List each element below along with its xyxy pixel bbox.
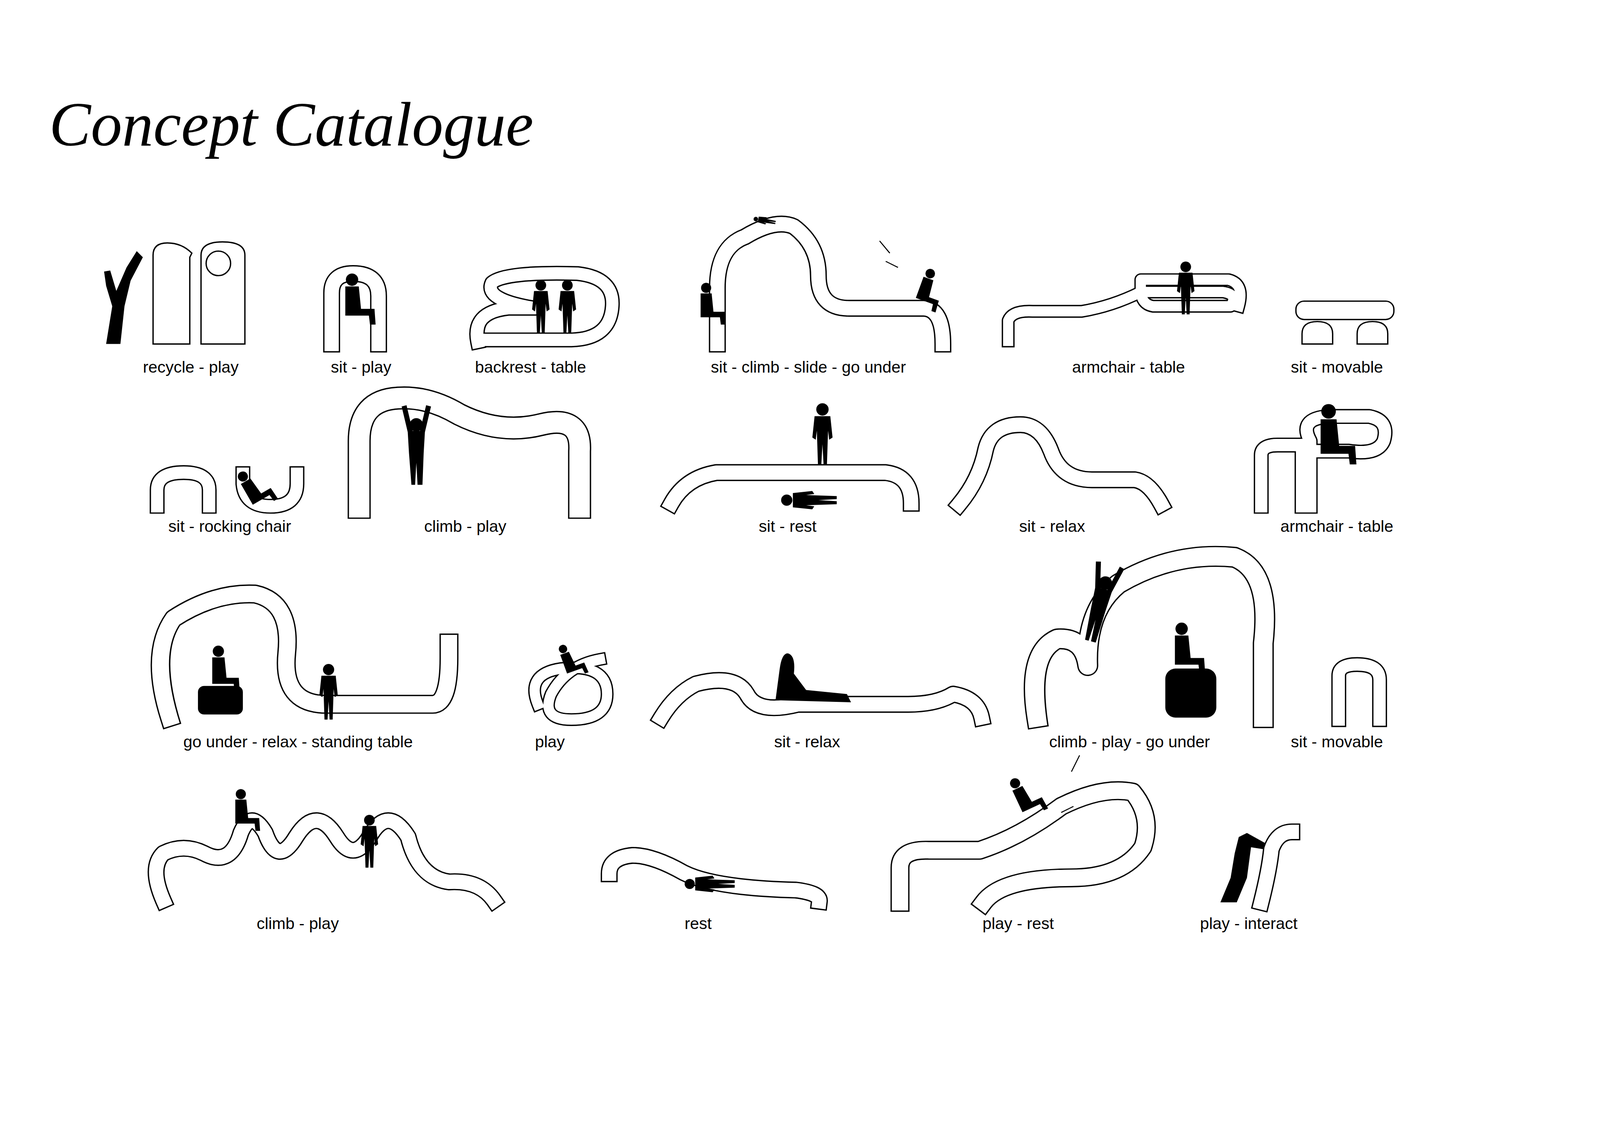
concept-caption: play - rest [982,913,1054,934]
page-title: Concept Catalogue [49,90,534,159]
concept-caption: climb - play - go under [1049,732,1210,752]
concept-caption: sit - rocking chair [168,516,292,537]
figure [1220,832,1266,903]
figure [775,652,851,703]
concept-caption: armchair - table [1280,516,1394,537]
concept-caption: climb - play [424,516,507,537]
motion-mark [879,240,898,268]
concept-caption: rest [684,913,712,934]
concept-caption: recycle - play [142,357,239,378]
concept-caption: sit - relax [774,732,840,752]
concept-caption: climb - play [256,913,339,934]
concept-caption: sit - climb - slide - go under [710,357,906,378]
figure [104,250,143,344]
concept-caption: armchair - table [1072,357,1185,378]
concept-caption: go under - relax - standing table [183,732,413,752]
concept-caption: play - interact [1200,913,1298,934]
concept-caption: sit - play [330,357,392,378]
concept-caption: sit - movable [1290,732,1383,752]
concept-caption: play [535,732,565,752]
concept-caption: sit - rest [758,516,817,537]
concept-caption: backrest - table [475,357,587,378]
movable-seat [1295,300,1394,344]
recycle-panels [152,241,245,344]
concept-caption: sit - relax [1019,516,1085,537]
motion-mark [1061,755,1080,813]
concept-caption: sit - movable [1290,357,1383,378]
